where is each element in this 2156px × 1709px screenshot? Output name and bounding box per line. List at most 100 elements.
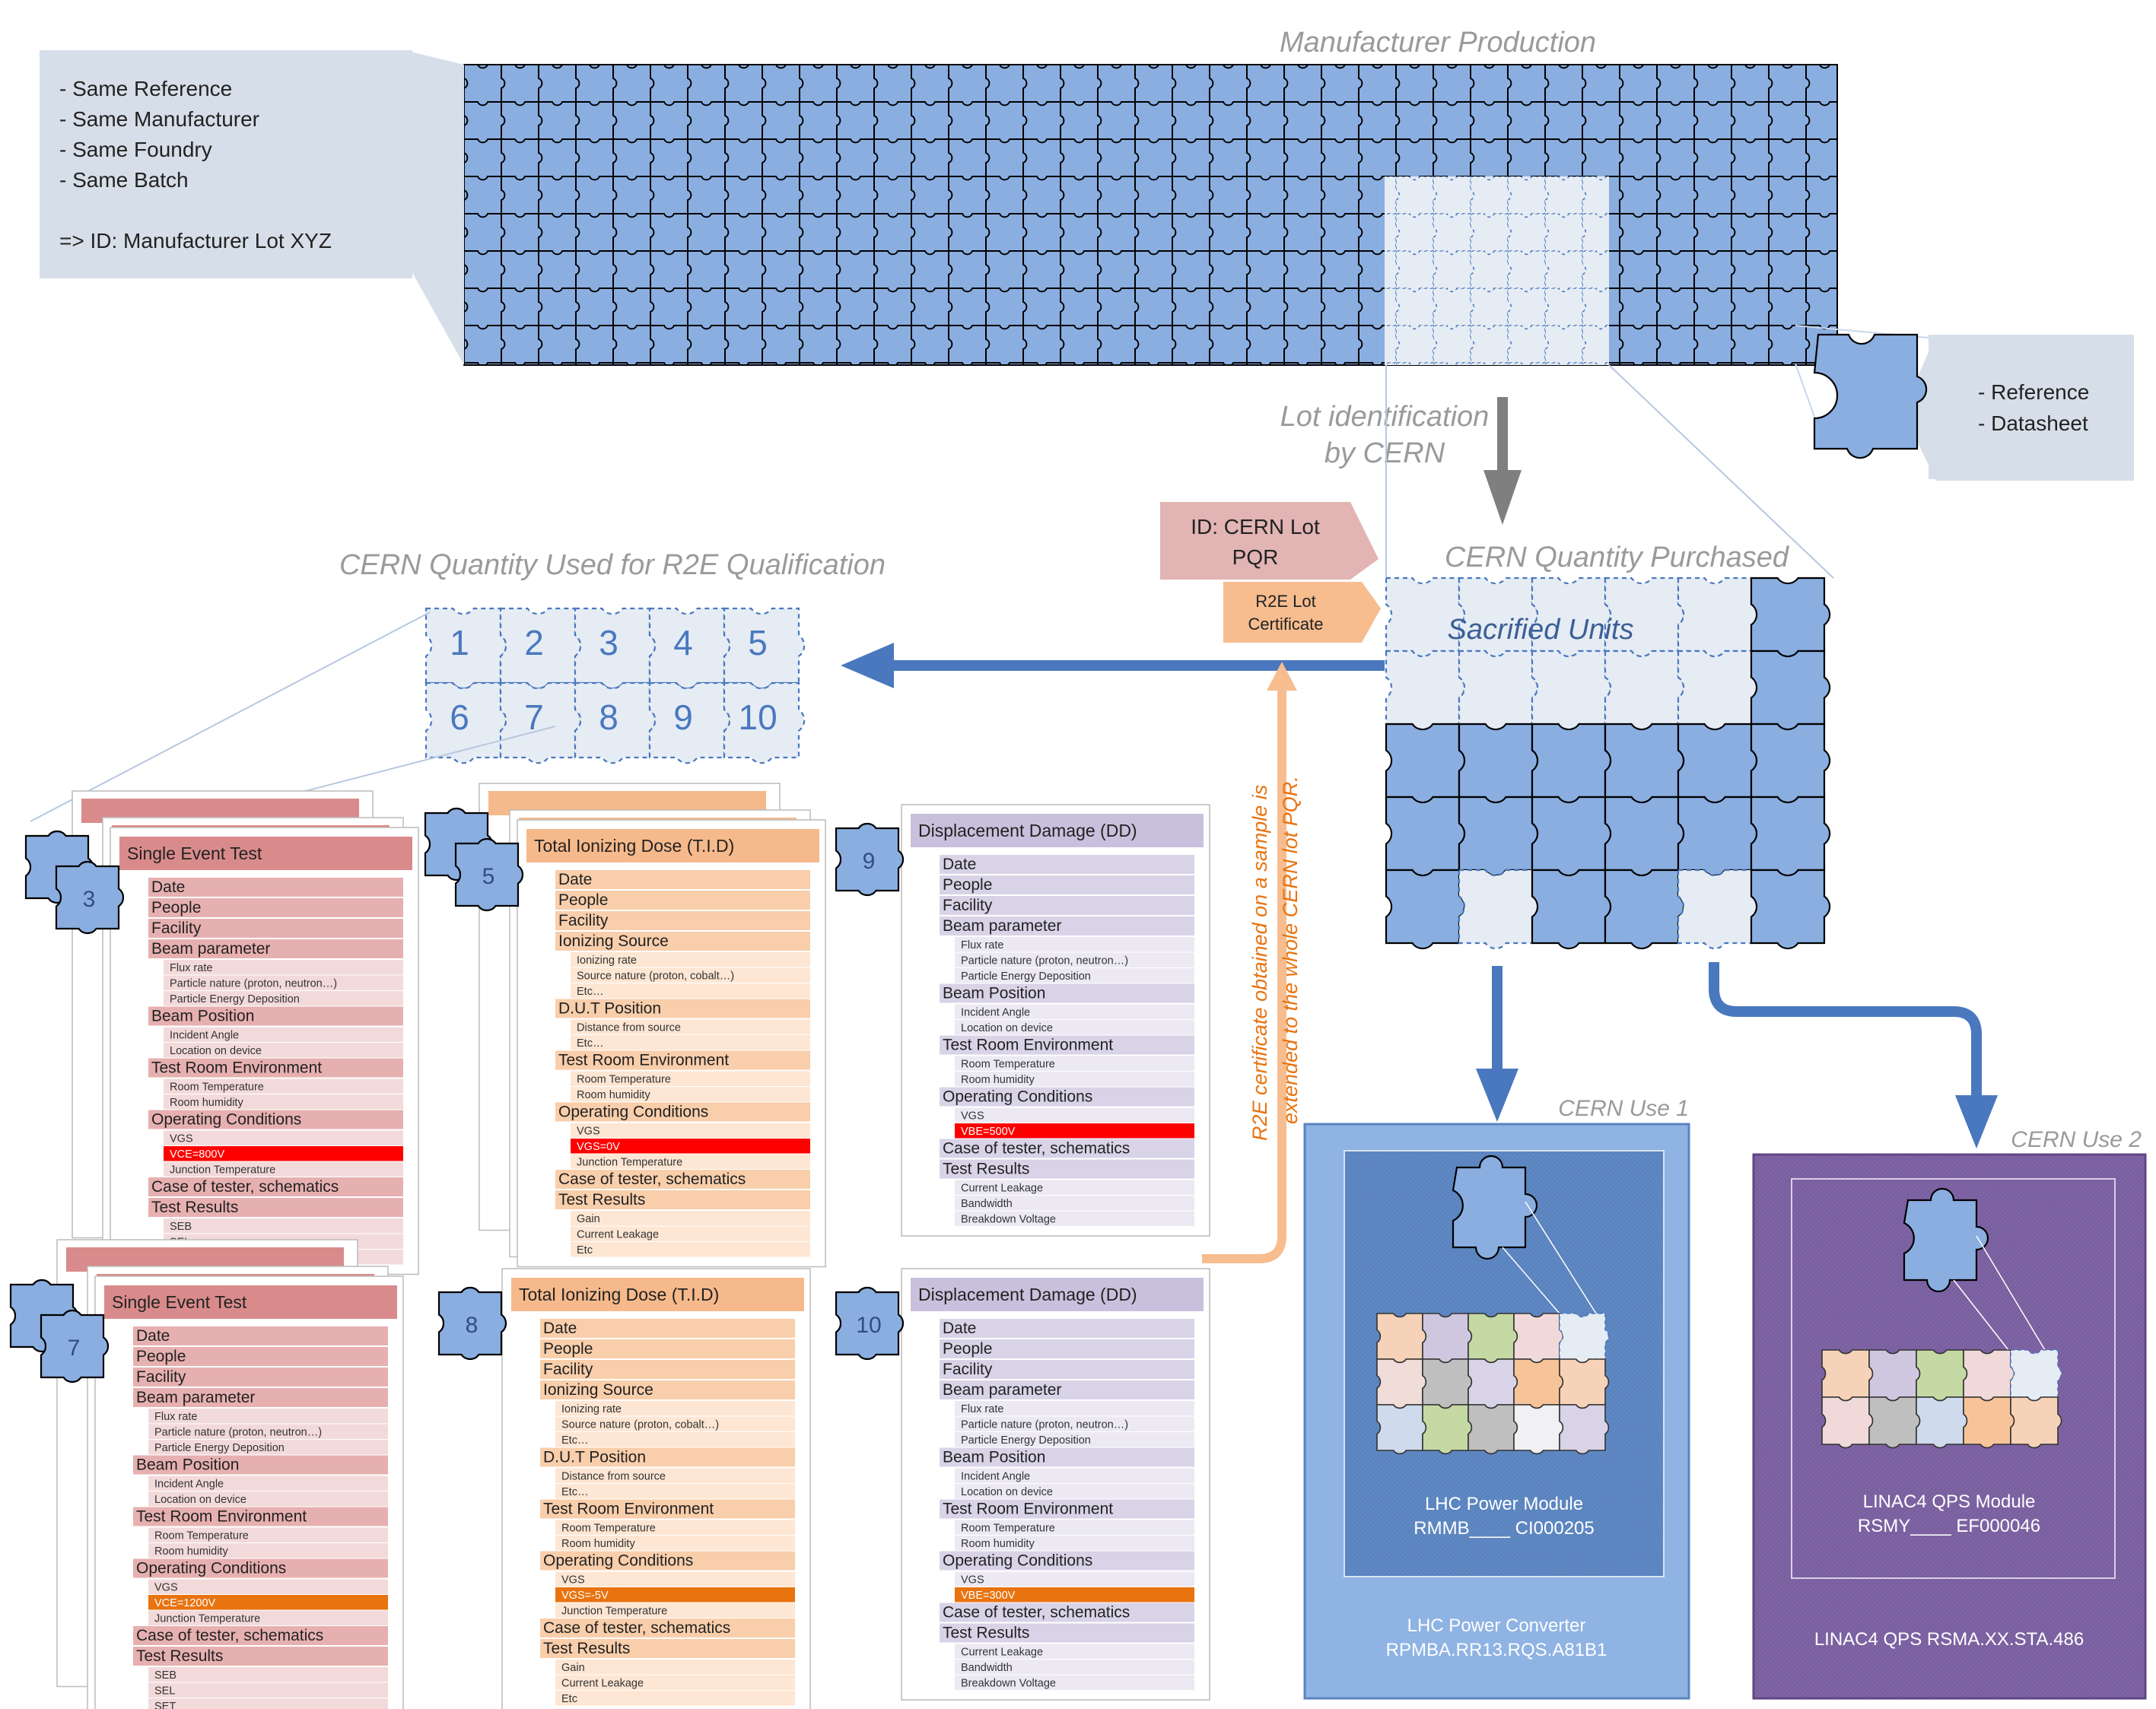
test-sheet-field: People (558, 891, 608, 909)
qualification-unit-number: 10 (739, 697, 777, 737)
linac4-module-name: LINAC4 QPS Module (1863, 1491, 2036, 1512)
test-sheet-field: Date (943, 856, 976, 873)
test-sheet-field: People (151, 899, 201, 916)
test-sheet-condition-value: VCE=800V (170, 1148, 224, 1161)
test-sheet-subfield: SEB (170, 1221, 192, 1233)
test-sheet-subfield: Particle nature (proton, neutron…) (170, 978, 337, 990)
test-sheet-subfield: Current Leakage (961, 1647, 1043, 1659)
test-sheet-subfield: Gain (577, 1213, 600, 1225)
test-sheet-subfield: Flux rate (961, 939, 1003, 951)
test-sheet-subfield: Particle Energy Deposition (961, 1434, 1091, 1447)
qualification-unit-piece (574, 607, 657, 690)
purchased-unit-piece (1677, 796, 1758, 877)
r2e-certificate-line-1: R2E Lot (1255, 592, 1316, 611)
module-component-piece (1468, 1313, 1518, 1364)
test-sheet-field: People (543, 1340, 593, 1358)
r2e-certificate-tag: R2E Lot Certificate (1223, 582, 1381, 643)
qualification-unit-number: 6 (450, 697, 469, 737)
test-sheet-subfield: Breakdown Voltage (961, 1678, 1056, 1690)
qualification-unit-number: 2 (524, 623, 544, 662)
lot-id-line: => ID: Manufacturer Lot XYZ (59, 229, 332, 253)
purchased-unit-piece (1458, 796, 1539, 877)
qualification-unit-piece (425, 681, 507, 764)
test-sheet-field: Test Results (558, 1191, 645, 1209)
sacrified-unit-piece (1677, 650, 1758, 731)
cern-use-2-title: CERN Use 2 (2011, 1127, 2142, 1152)
test-sheet-subfield: VGS (170, 1133, 193, 1145)
test-sheet-subfield: VGS (154, 1582, 178, 1594)
r2e-certificate-line-2: Certificate (1248, 615, 1323, 634)
test-sheet-field: Test Results (943, 1161, 1029, 1178)
test-sheet-field: Beam parameter (943, 917, 1061, 935)
test-sheet-subfield: Particle nature (proton, neutron…) (154, 1427, 322, 1439)
qualification-unit-number: 5 (748, 623, 768, 662)
purchased-unit-piece (1604, 869, 1685, 950)
cern-lot-id-line-2: PQR (1232, 545, 1279, 569)
test-sheet-subfield: Room Temperature (961, 1059, 1055, 1071)
test-unit-badge-piece (454, 837, 524, 912)
test-sheet-field: Test Room Environment (136, 1508, 307, 1526)
test-sheet-subfield: Flux rate (154, 1411, 197, 1423)
purchased-unit-piece (1750, 869, 1831, 950)
purchased-unit-piece (1385, 723, 1466, 804)
module-component-piece (1559, 1404, 1610, 1455)
test-sheet-field: Operating Conditions (943, 1552, 1092, 1570)
test-sheet-subfield: Breakdown Voltage (961, 1214, 1056, 1226)
purchased-unit-piece (1531, 723, 1612, 804)
test-sheet-subfield: Flux rate (961, 1403, 1003, 1415)
test-sheet-field: Test Room Environment (558, 1052, 729, 1069)
lhc-converter-name: LHC Power Converter (1407, 1615, 1586, 1636)
test-sheet-subfield: SEL (154, 1685, 175, 1698)
test-sheet-subfield: Room humidity (154, 1545, 228, 1558)
test-sheet-subfield: Room Temperature (961, 1523, 1055, 1535)
lot-criteria-line-1: - Same Reference (59, 77, 232, 100)
test-sheet-subfield: Junction Temperature (561, 1606, 667, 1618)
test-sheet-field: Test Results (543, 1640, 630, 1657)
cern-quantity-purchased-title: CERN Quantity Purchased (1445, 542, 1790, 573)
test-sheet-field: Beam Position (136, 1456, 239, 1474)
linac4-qps-module-pieces (1821, 1187, 2062, 1449)
test-sheet-title: Displacement Damage (DD) (918, 821, 1137, 840)
test-sheet-subfield: Distance from source (577, 1022, 681, 1034)
test-sheet-field: Case of tester, schematics (943, 1140, 1130, 1158)
test-sheet-field: Operating Conditions (136, 1560, 286, 1577)
test-sheet-subfield: Junction Temperature (154, 1613, 260, 1625)
test-sheet-field: Case of tester, schematics (943, 1604, 1130, 1622)
cern-use-2-panel: LINAC4 QPS Module RSMY____ EF000046 LINA… (1752, 1153, 2147, 1700)
cern-use-1-panel: LHC Power Module RMMB____ CI000205 LHC P… (1303, 1123, 1690, 1700)
cern-purchased-grid (1385, 577, 1831, 950)
cern-use-1-title: CERN Use 1 (1558, 1096, 1689, 1121)
arrow-to-use-1 (1476, 966, 1518, 1122)
purchased-unit-piece (1531, 796, 1612, 877)
qualification-unit-number: 4 (673, 623, 693, 662)
manufacturer-production-title: Manufacturer Production (1280, 27, 1596, 59)
test-sheet-subfield: Current Leakage (577, 1229, 659, 1241)
test-sheet-title: Total Ionizing Dose (T.I.D) (519, 1285, 719, 1304)
test-sheet: Single Event TestDatePeopleFacilityBeam … (9, 1239, 404, 1709)
test-sheet-subfield: Room humidity (961, 1538, 1035, 1550)
linac4-converter-id: LINAC4 QPS RSMA.XX.STA.486 (1814, 1629, 2084, 1650)
sacrified-unit-piece (1458, 869, 1539, 950)
lot-criteria-callout: - Same Reference - Same Manufacturer - S… (40, 50, 464, 365)
module-component-piece (2010, 1396, 2062, 1449)
test-sheet-subfield: VGS (961, 1110, 984, 1123)
test-unit-badge-piece (437, 1286, 507, 1361)
module-component-piece (1468, 1404, 1518, 1455)
qualification-unit-piece (425, 607, 507, 690)
test-result-sheets: Single Event TestDatePeopleFacilityBeam … (9, 783, 1210, 1709)
test-sheet-subfield: Distance from source (561, 1471, 666, 1483)
qualification-unit-number: 7 (524, 697, 544, 737)
sacrified-to-qualification-arrow (841, 643, 1385, 688)
test-sheet-field: Date (136, 1327, 170, 1345)
test-sheet-field: Case of tester, schematics (543, 1619, 730, 1637)
test-sheet-subfield: Location on device (961, 1022, 1053, 1034)
test-sheet-field: Beam parameter (151, 940, 270, 958)
module-component-piece (1868, 1396, 1921, 1449)
test-sheet-subfield: Source nature (proton, cobalt…) (577, 970, 734, 983)
manufacturer-production-grid (463, 64, 1838, 366)
module-component-piece (1916, 1349, 1968, 1402)
test-sheet-subfield: Room humidity (561, 1538, 635, 1550)
test-sheet-subfield: Junction Temperature (170, 1164, 275, 1177)
test-sheet-subfield: SET (154, 1701, 176, 1709)
